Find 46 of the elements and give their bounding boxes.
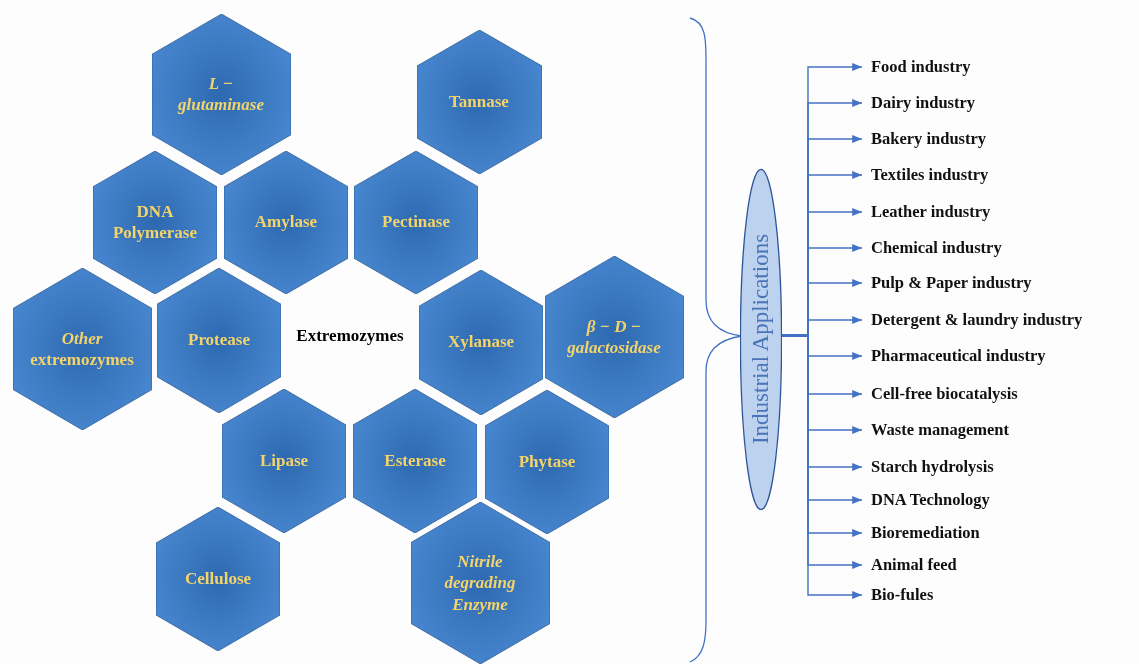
hexagon-tile: [151, 13, 291, 175]
hexagon-tile: [419, 269, 543, 415]
hexagon-tile: [156, 507, 280, 651]
enzyme-name: Lipase: [258, 450, 310, 472]
application-text: Cell-free biocatalysis: [862, 384, 1018, 404]
hexagon-tile: [93, 150, 217, 294]
application-text: Animal feed: [862, 555, 957, 575]
center-label: Extremozymes: [296, 326, 404, 346]
hexagon-tile: [353, 389, 477, 533]
hexagon-tile: [416, 30, 542, 174]
enzyme-name: Cellulose: [183, 568, 253, 590]
application-text: Bioremediation: [862, 523, 980, 543]
enzyme-name: Tannase: [448, 91, 510, 113]
hexagon-tile: [410, 502, 550, 664]
enzyme-name: Xylanase: [446, 331, 516, 353]
enzyme-name: Nitrile degrading Enzyme: [443, 551, 517, 615]
enzyme-name: Amylase: [253, 211, 319, 233]
application-text: Pharmaceutical industry: [862, 346, 1046, 366]
application-text: Food industry: [862, 57, 971, 77]
application-text: Textiles industry: [862, 165, 989, 185]
application-text: Detergent & laundry industry: [862, 310, 1083, 330]
application-text: Starch hydrolysis: [862, 457, 994, 477]
enzyme-name: Other extremozymes: [29, 327, 135, 371]
enzyme-name: Pectinase: [381, 211, 451, 233]
enzyme-name: Protease: [187, 329, 251, 351]
application-text: Bakery industry: [862, 129, 987, 149]
enzyme-name: L − glutaminase: [176, 72, 265, 116]
hexagon-tile: [157, 267, 281, 413]
application-text: Bio-fules: [862, 585, 934, 605]
hexagon-tile: [224, 150, 348, 294]
application-text: Waste management: [862, 420, 1009, 440]
hexagon-tile: [354, 150, 478, 294]
hexagon-tile: [544, 256, 684, 418]
vertical-heading: Industrial Applications: [748, 233, 774, 445]
enzyme-name: β − D − galactosidase: [566, 315, 662, 359]
application-text: Chemical industry: [862, 238, 1002, 258]
hexagon-tile: [222, 389, 346, 533]
enzyme-name: Esterase: [383, 450, 447, 472]
application-text: Dairy industry: [862, 93, 976, 113]
enzyme-name: Phytase: [517, 451, 577, 473]
hexagon-tile: [12, 268, 152, 430]
application-text: DNA Technology: [862, 490, 990, 510]
hexagon-tile: [485, 390, 609, 534]
enzyme-name: DNA Polymerase: [112, 200, 198, 244]
application-text: Leather industry: [862, 202, 991, 222]
application-text: Pulp & Paper industry: [862, 273, 1032, 293]
